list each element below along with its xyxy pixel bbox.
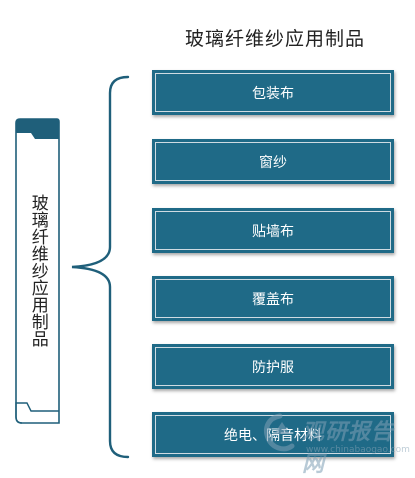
item-label: 绝电、隔音材料 bbox=[224, 427, 322, 444]
curly-brace bbox=[71, 75, 130, 459]
item-box: 贴墙布 bbox=[152, 208, 394, 253]
item-label: 窗纱 bbox=[259, 154, 287, 171]
item-box: 窗纱 bbox=[152, 139, 394, 184]
item-label: 包装布 bbox=[252, 85, 294, 102]
side-label-text: 玻璃纤维纱应用制品 bbox=[27, 193, 48, 347]
diagram-title: 玻璃纤维纱应用制品 bbox=[184, 28, 365, 50]
item-box: 覆盖布 bbox=[152, 276, 394, 321]
watermark-url: www.chinabaogao.com bbox=[306, 445, 410, 455]
watermark: 观研报告网 www.chinabaogao.com bbox=[260, 412, 410, 477]
item-label: 防护服 bbox=[252, 359, 294, 376]
item-label: 贴墙布 bbox=[252, 223, 294, 240]
side-label-card: 玻璃纤维纱应用制品 bbox=[13, 117, 61, 425]
item-label: 覆盖布 bbox=[252, 291, 294, 308]
item-box: 防护服 bbox=[152, 344, 394, 389]
item-box: 包装布 bbox=[152, 70, 394, 115]
side-card-frame bbox=[15, 118, 60, 424]
watermark-logo-icon bbox=[264, 413, 295, 452]
